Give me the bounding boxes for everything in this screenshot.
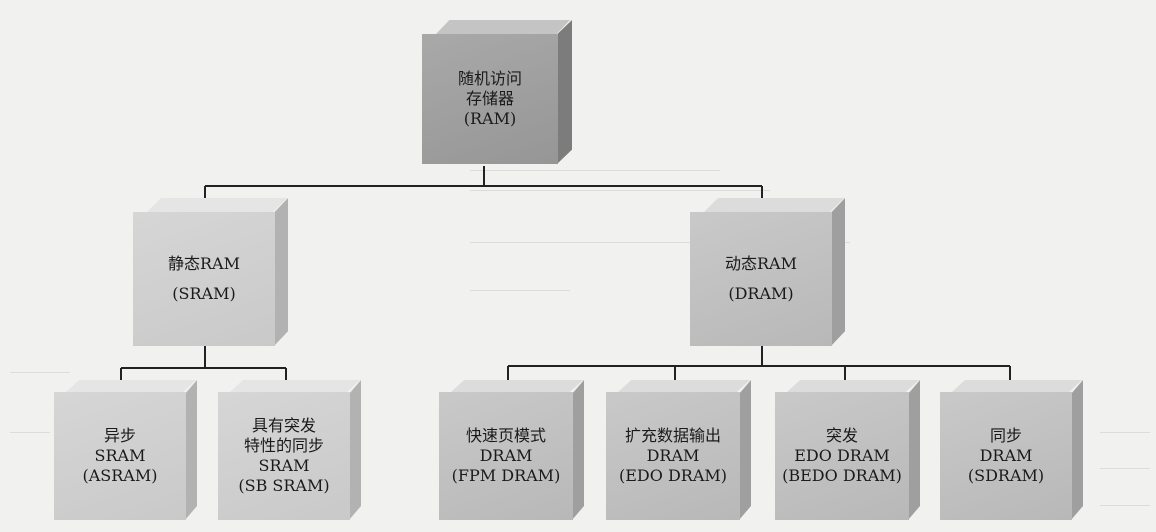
node-label: (SRAM) bbox=[172, 284, 236, 303]
node-label: 静态RAM bbox=[168, 254, 240, 273]
node-label: 存储器 bbox=[465, 89, 514, 108]
background-text-line bbox=[470, 170, 720, 171]
background-text-line bbox=[470, 290, 570, 291]
node-label: 扩充数据输出 bbox=[624, 426, 721, 445]
node-label: EDO DRAM bbox=[794, 446, 890, 465]
node-label: (RAM) bbox=[463, 109, 517, 128]
node-label: 具有突发 bbox=[251, 416, 316, 435]
node-label: (SDRAM) bbox=[967, 466, 1045, 485]
node-label: DRAM bbox=[479, 446, 533, 465]
node-label: 异步 bbox=[103, 426, 136, 445]
node-label: (EDO DRAM) bbox=[618, 466, 727, 485]
node-label: 同步 bbox=[989, 426, 1022, 445]
node-label: DRAM bbox=[979, 446, 1033, 465]
node-label: (DRAM) bbox=[728, 284, 794, 303]
background-text-line bbox=[1100, 468, 1150, 469]
background-text-line bbox=[10, 432, 50, 433]
background-text-line bbox=[470, 242, 850, 243]
node-label: 动态RAM bbox=[725, 254, 797, 273]
background-text-line bbox=[10, 372, 70, 373]
node-label: 突发 bbox=[825, 426, 858, 445]
node-label: (BEDO DRAM) bbox=[782, 466, 902, 485]
node-label: (ASRAM) bbox=[82, 466, 158, 485]
node-label: SRAM bbox=[94, 446, 146, 465]
background-text-line bbox=[1100, 432, 1150, 433]
node-label: 特性的同步 bbox=[243, 436, 324, 455]
node-label: (SB SRAM) bbox=[238, 476, 330, 495]
node-label: (FPM DRAM) bbox=[451, 466, 561, 485]
node-label: SRAM bbox=[258, 456, 310, 475]
background-text-line bbox=[470, 190, 770, 191]
node-label: 随机访问 bbox=[457, 69, 522, 88]
node-label: 快速页模式 bbox=[465, 426, 546, 445]
node-label: DRAM bbox=[646, 446, 700, 465]
background-text-line bbox=[1100, 505, 1150, 506]
